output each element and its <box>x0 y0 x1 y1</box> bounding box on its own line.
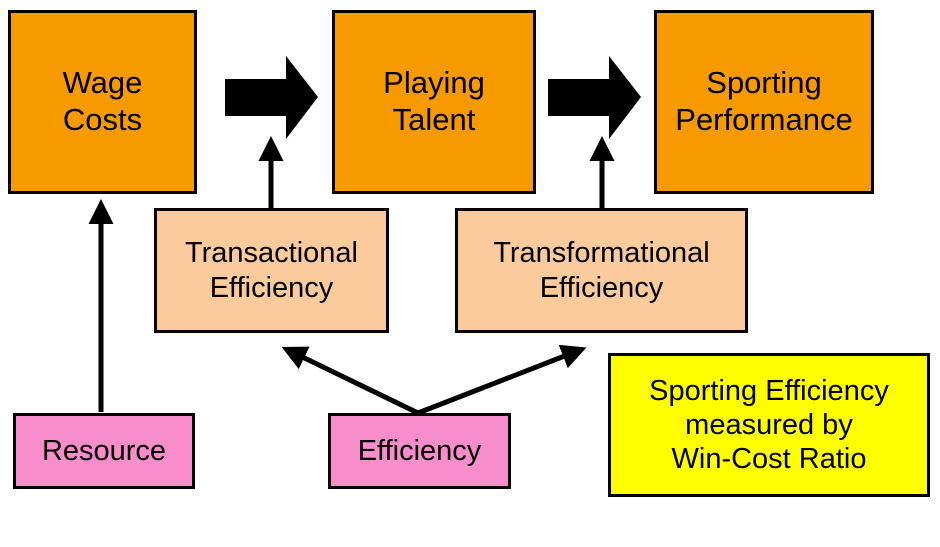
transformational-efficiency-line2: Efficiency <box>539 271 664 304</box>
arrow-efficiency-to-transactional <box>281 346 420 416</box>
transformational-efficiency-line1: Transformational <box>493 237 710 270</box>
wage-costs-box: Wage Costs <box>8 10 197 194</box>
transactional-efficiency-box: Transactional Efficiency <box>154 208 389 333</box>
note-line3: Win-Cost Ratio <box>671 443 867 476</box>
arrow-efficiency-to-transformational <box>417 344 587 416</box>
wage-costs-line1: Wage <box>62 65 143 101</box>
efficiency-label: Efficiency <box>357 434 482 467</box>
efficiency-box: Efficiency <box>328 413 511 489</box>
sporting-performance-line2: Performance <box>675 102 853 137</box>
sporting-performance-box: Sporting Performance <box>654 10 874 194</box>
block-arrow-talent-to-performance <box>548 56 641 139</box>
resource-label: Resource <box>41 434 167 467</box>
transactional-efficiency-line1: Transactional <box>184 237 358 270</box>
playing-talent-line1: Playing <box>383 65 485 101</box>
wage-costs-line2: Costs <box>62 102 143 137</box>
transactional-efficiency-line2: Efficiency <box>209 271 334 304</box>
playing-talent-line2: Talent <box>392 102 476 137</box>
note-line2: measured by <box>685 408 853 441</box>
sporting-performance-line1: Sporting <box>706 65 822 101</box>
transformational-efficiency-box: Transformational Efficiency <box>455 208 748 333</box>
playing-talent-box: Playing Talent <box>332 10 536 194</box>
block-arrow-wage-to-talent <box>225 56 318 139</box>
resource-box: Resource <box>13 413 195 489</box>
note-line1: Sporting Efficiency <box>649 374 889 407</box>
win-cost-ratio-note: Sporting Efficiency measured by Win-Cost… <box>608 353 930 497</box>
